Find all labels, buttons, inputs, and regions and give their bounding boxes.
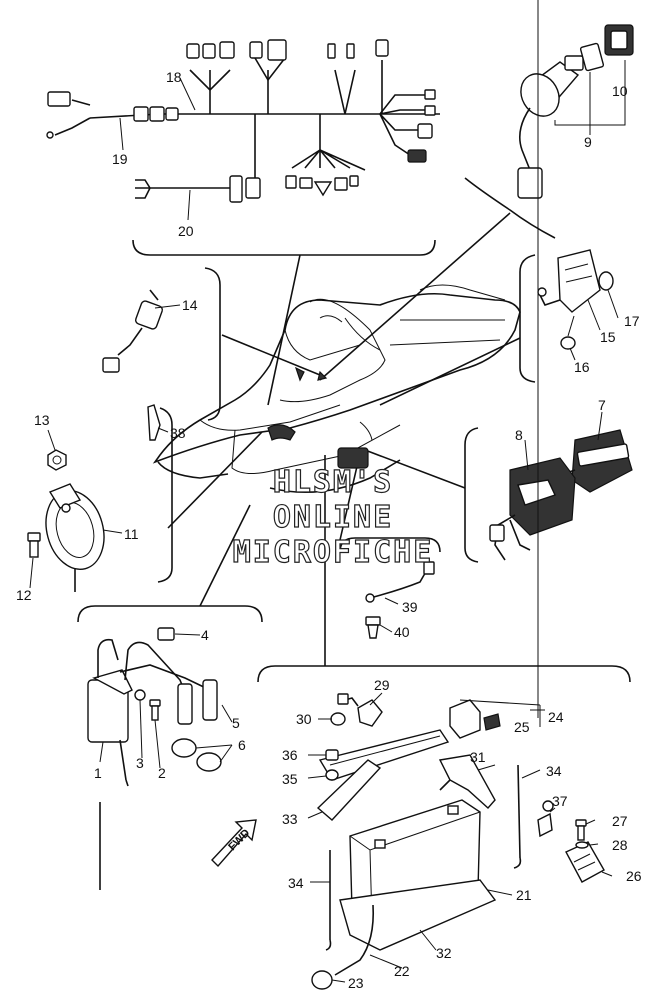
watermark: HLSM'S ONLINE MICROFICHE — [232, 464, 434, 570]
label-17: 17 — [624, 313, 640, 329]
label-5: 5 — [232, 715, 240, 731]
label-6: 6 — [238, 737, 246, 753]
label-32: 32 — [436, 945, 452, 961]
keys[interactable] — [554, 24, 634, 126]
label-15: 15 — [600, 329, 616, 345]
label-37: 37 — [552, 793, 568, 809]
horn[interactable] — [38, 483, 113, 592]
label-2: 2 — [158, 765, 166, 781]
grommet-30[interactable] — [330, 712, 346, 726]
label-40: 40 — [394, 624, 410, 640]
battery-strap-31[interactable] — [438, 754, 496, 809]
label-12: 12 — [16, 587, 32, 603]
fuse-screw[interactable] — [575, 819, 587, 841]
label-28: 28 — [612, 837, 628, 853]
label-8: 8 — [515, 427, 523, 443]
watermark-line-3: MICROFICHE — [233, 535, 434, 570]
label-7: 7 — [598, 397, 606, 413]
clip[interactable] — [537, 800, 554, 838]
label-1: 1 — [94, 765, 102, 781]
sensor-lead[interactable] — [365, 561, 435, 603]
label-21: 21 — [516, 887, 532, 903]
collar-36[interactable] — [325, 749, 339, 761]
spark-plug[interactable] — [157, 627, 175, 641]
part-labels: 1 2 3 4 5 6 7 8 9 10 11 12 13 14 15 16 1… — [16, 69, 642, 991]
fuse-washer[interactable] — [575, 841, 589, 849]
watermark-line-1: HLSM'S — [273, 465, 393, 500]
battery-bracket-plate[interactable] — [318, 729, 450, 781]
label-36: 36 — [282, 747, 298, 763]
battery-mat[interactable] — [339, 879, 497, 951]
horn-nut[interactable] — [47, 449, 67, 471]
watermark-line-2: ONLINE — [273, 500, 393, 535]
voltage-regulator[interactable] — [537, 249, 614, 350]
label-13: 13 — [34, 412, 50, 428]
label-23: 23 — [348, 975, 364, 991]
label-20: 20 — [178, 223, 194, 239]
sensor-switch[interactable] — [365, 616, 381, 639]
label-10: 10 — [612, 83, 628, 99]
spark-plug-cap[interactable] — [177, 679, 218, 725]
label-39: 39 — [402, 599, 418, 615]
horn-bolt[interactable] — [27, 532, 41, 558]
label-27: 27 — [612, 813, 628, 829]
callout-brackets — [77, 177, 631, 890]
label-24: 24 — [548, 709, 564, 725]
starter-relay[interactable] — [449, 699, 501, 739]
label-18: 18 — [166, 69, 182, 85]
wire-strap[interactable] — [147, 404, 161, 441]
label-19: 19 — [112, 151, 128, 167]
label-16: 16 — [574, 359, 590, 375]
label-9: 9 — [584, 134, 592, 150]
label-30: 30 — [296, 711, 312, 727]
cdi-unit[interactable] — [559, 429, 633, 493]
label-11: 11 — [124, 526, 139, 542]
label-25: 25 — [514, 719, 530, 735]
label-38: 38 — [170, 425, 186, 441]
label-4: 4 — [201, 627, 209, 643]
ignition-switch[interactable] — [513, 55, 584, 199]
label-34-right: 34 — [546, 763, 562, 779]
hold-down-rod-right[interactable] — [513, 764, 522, 869]
grommet-35[interactable] — [325, 769, 339, 781]
relay-29[interactable] — [337, 693, 383, 727]
ignition-coil[interactable] — [87, 638, 211, 787]
label-35: 35 — [282, 771, 298, 787]
handlebar-switch[interactable] — [102, 289, 164, 373]
label-26: 26 — [626, 868, 642, 884]
wire-harness[interactable] — [46, 39, 440, 203]
plug-boot[interactable] — [171, 738, 222, 772]
label-31: 31 — [470, 749, 486, 765]
label-34-left: 34 — [288, 875, 304, 891]
label-33: 33 — [282, 811, 298, 827]
battery-holder-arm[interactable] — [316, 759, 382, 821]
fwd-arrow: FWD — [211, 819, 257, 868]
leader-lines — [29, 0, 626, 983]
label-29: 29 — [374, 677, 390, 693]
label-22: 22 — [394, 963, 410, 979]
snowmobile-body — [152, 284, 521, 494]
label-14: 14 — [182, 297, 198, 313]
breather-hose[interactable] — [311, 904, 375, 990]
coil-bolt[interactable] — [149, 699, 161, 721]
label-3: 3 — [136, 755, 144, 771]
control-unit[interactable] — [489, 457, 576, 561]
hold-down-rod-left[interactable] — [325, 850, 332, 951]
